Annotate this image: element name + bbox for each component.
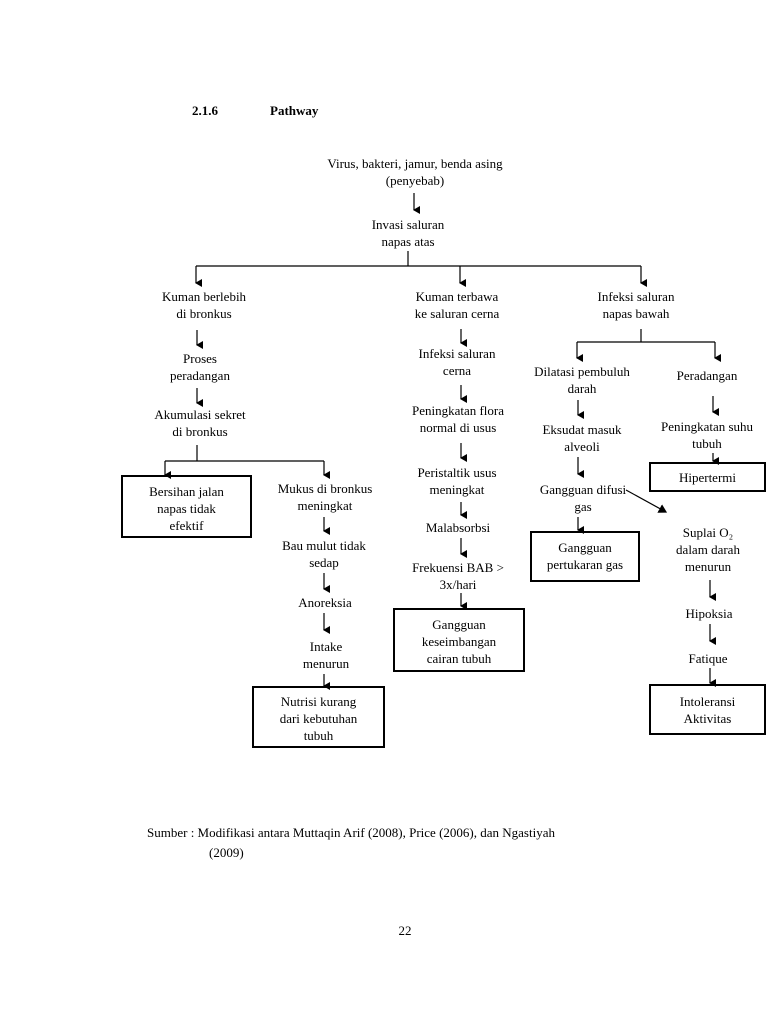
node-bowel-frequency: Frekuensi BAB >3x/hari xyxy=(412,560,504,592)
source-line-2: (2009) xyxy=(209,845,244,860)
page-number: 22 xyxy=(398,923,412,938)
node-malabsorption: Malabsorbsi xyxy=(425,520,491,535)
node-inflammation: Peradangan xyxy=(676,368,738,383)
diagnosis-hyperthermia: Hipertermi xyxy=(649,462,766,492)
node-cause: Virus, bakteri, jamur, benda asing(penye… xyxy=(327,156,503,188)
node-anorexia: Anoreksia xyxy=(298,595,352,610)
source-line-1: Sumber : Modifikasi antara Muttaqin Arif… xyxy=(147,825,555,840)
source-citation: Sumber : Modifikasi antara Muttaqin Arif… xyxy=(147,823,555,863)
node-hypoxia: Hipoksia xyxy=(685,606,733,621)
arrow-diffusion-o2 xyxy=(625,489,668,513)
section-heading: 2.1.6 Pathway xyxy=(192,103,318,119)
section-number: 2.1.6 xyxy=(192,103,218,118)
section-title: Pathway xyxy=(270,103,319,118)
node-fatigue: Fatique xyxy=(688,651,728,666)
